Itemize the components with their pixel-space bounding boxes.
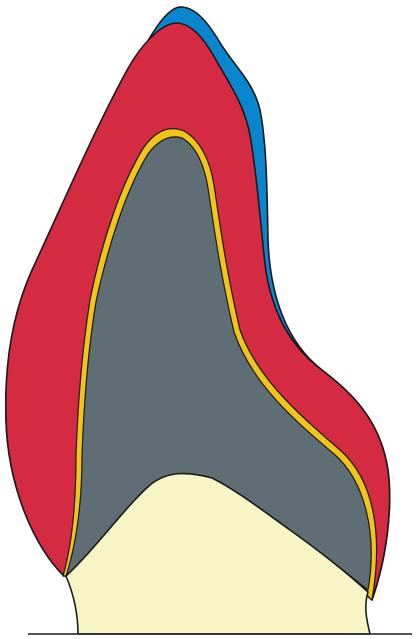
tooth-diagram-svg bbox=[0, 0, 419, 639]
tooth-cross-section-figure bbox=[0, 0, 419, 639]
